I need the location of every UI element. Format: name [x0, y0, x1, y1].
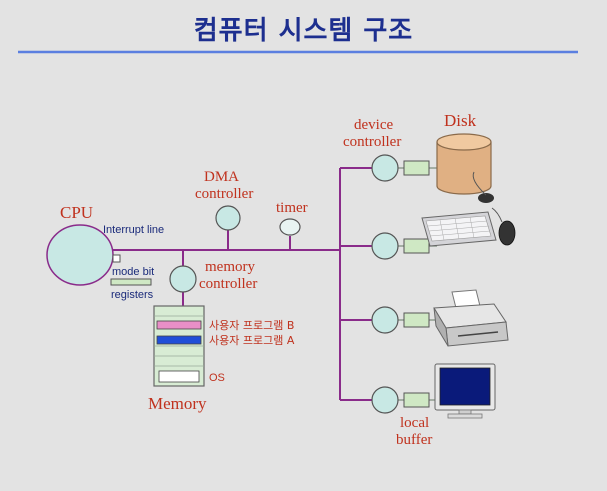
timer-label: timer [276, 200, 308, 216]
disk-label: Disk [444, 111, 477, 130]
device-controller-node-keyboard [371, 232, 399, 260]
local-buffer-label-line1: local [400, 415, 429, 431]
mode-bit-box [112, 254, 121, 263]
memory-controller-node [169, 265, 197, 293]
system-bus [110, 167, 372, 401]
memory-controller-label-line2: controller [199, 276, 257, 292]
device-controller-label-line2: controller [343, 134, 401, 150]
memory-controller-label-line1: memory [205, 259, 255, 275]
device-controller-node-monitor [371, 386, 399, 414]
timer-node [279, 218, 301, 236]
device-controller-node-printer [371, 306, 399, 334]
disk-icon [436, 133, 492, 195]
monitor-icon [434, 363, 496, 419]
os-region [158, 370, 200, 383]
program-b-region [156, 320, 202, 330]
local-buffer-printer [403, 312, 430, 328]
local-buffer-label-line2: buffer [396, 432, 432, 448]
local-buffer-monitor [403, 392, 430, 408]
cpu-label: CPU [60, 203, 93, 222]
dma-label-line1: DMA [204, 169, 239, 185]
os-label: OS [209, 372, 225, 384]
program-a-label: 사용자 프로그램 A [209, 334, 295, 347]
printer-icon [433, 289, 509, 347]
program-b-label: 사용자 프로그램 B [209, 319, 294, 332]
interrupt-line-label: Interrupt line [103, 224, 164, 236]
local-buffer-disk [403, 160, 430, 176]
registers-label: registers [111, 289, 154, 301]
local-buffer-keyboard [403, 238, 430, 254]
program-a-region [156, 335, 202, 345]
keyboard-mouse-icon [421, 171, 516, 247]
mode-bit-label: mode bit [112, 266, 154, 278]
device-controller-node-disk [371, 154, 399, 182]
registers-box [110, 278, 152, 286]
dma-controller-node [215, 205, 241, 231]
page-title: 컴퓨터 시스템 구조 [193, 16, 414, 46]
dma-label-line2: controller [195, 186, 253, 202]
memory-label: Memory [148, 394, 207, 413]
device-controller-label-line1: device [354, 117, 393, 133]
